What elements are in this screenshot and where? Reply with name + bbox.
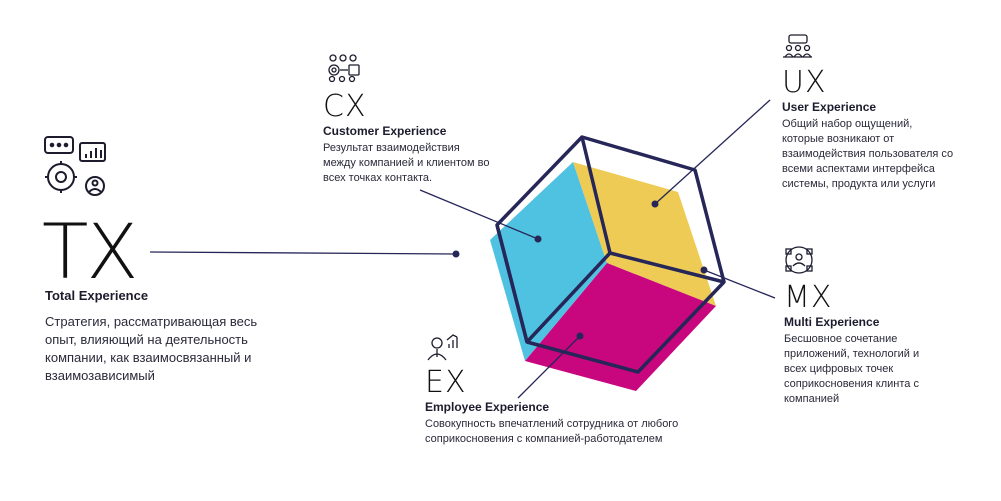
ux-block: UX User Experience Общий набор ощущений,… (782, 68, 972, 192)
dot-mx (700, 266, 708, 274)
employee-growth-icon (427, 334, 458, 361)
mx-name: Multi Experience (784, 315, 880, 329)
gears-chart-person-icon (44, 136, 106, 196)
ex-name: Employee Experience (425, 400, 550, 414)
connector-lines (149, 99, 776, 399)
cx-abbr: CX (323, 89, 367, 124)
mx-abbr: MX (784, 280, 833, 315)
tx-block: TX Total Experience Стратегия, рассматри… (42, 214, 292, 385)
tx-abbr: TX (42, 207, 139, 296)
ux-desc: Общий набор ощущений, которые возникают … (782, 118, 954, 190)
ux-name: User Experience (782, 100, 877, 114)
mx-desc: Бесшовное сочетание приложений, технолог… (784, 333, 920, 405)
cx-name: Customer Experience (323, 124, 447, 138)
dot-cx (534, 235, 542, 243)
dot-tx (452, 250, 460, 258)
cube-face-ex (525, 263, 716, 391)
cx-desc: Результат взаимодействия между компанией… (323, 142, 490, 184)
ex-desc: Совокупность впечатлений сотрудника от л… (425, 418, 679, 445)
connector-ux (654, 99, 771, 205)
mx-block: MX Multi Experience Бесшовное сочетание … (784, 283, 954, 407)
connector-cx (419, 189, 539, 240)
cx-block: CX Customer Experience Результат взаимод… (323, 92, 503, 186)
tx-desc: Стратегия, рассматривающая весь опыт, вл… (45, 314, 258, 383)
customer-network-icon (328, 54, 360, 83)
connector-tx (149, 251, 457, 255)
tx-name: Total Experience (45, 288, 149, 303)
ux-abbr: UX (782, 65, 827, 100)
connector-ex (517, 335, 581, 399)
ex-block: EX Employee Experience Совокупность впеч… (425, 368, 695, 447)
connector-dots (452, 200, 708, 340)
ex-abbr: EX (425, 365, 467, 400)
cube-outline (495, 135, 726, 374)
multi-device-person-icon (785, 246, 813, 274)
connector-mx (703, 269, 776, 299)
user-group-icon (783, 34, 812, 58)
dot-ex (576, 332, 584, 340)
dot-ux (651, 200, 659, 208)
